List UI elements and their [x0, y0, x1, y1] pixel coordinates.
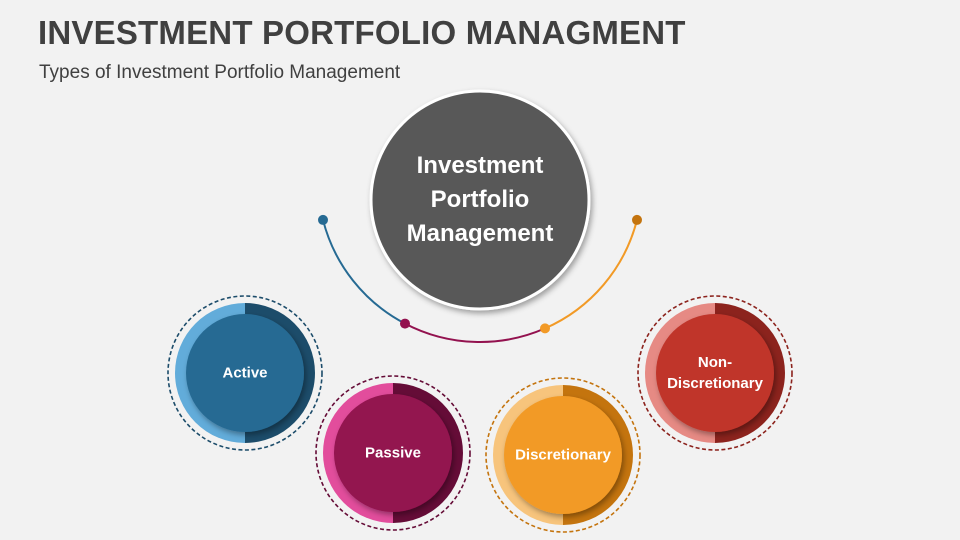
item-label-discretionary: Discretionary [515, 446, 611, 464]
connector-arc [322, 219, 406, 325]
dashed-ring-non-discretionary [637, 295, 793, 451]
dashed-ring-active [167, 295, 323, 451]
connector-arc [404, 322, 546, 343]
dashed-ring-discretionary [485, 377, 641, 533]
slide-subtitle: Types of Investment Portfolio Management [39, 62, 401, 83]
circle-active [186, 314, 304, 432]
circle-passive [334, 394, 452, 512]
connector-dot [318, 214, 328, 225]
connector-dot [632, 214, 642, 225]
center-circle [369, 89, 591, 311]
item-label-passive: Passive [365, 444, 421, 462]
circle-discretionary [504, 396, 622, 514]
connector-dot [400, 318, 410, 329]
connector-arc [544, 219, 638, 330]
circle-non-discretionary [656, 314, 774, 432]
center-label: Investment Portfolio Management [406, 152, 554, 247]
dashed-ring-passive [315, 375, 471, 531]
item-label-non-discretionary: Non- Discretionary [667, 354, 763, 392]
item-label-active: Active [222, 364, 268, 382]
connector-dot [540, 323, 550, 334]
slide-title: INVESTMENT PORTFOLIO MANAGMENT [38, 14, 686, 51]
